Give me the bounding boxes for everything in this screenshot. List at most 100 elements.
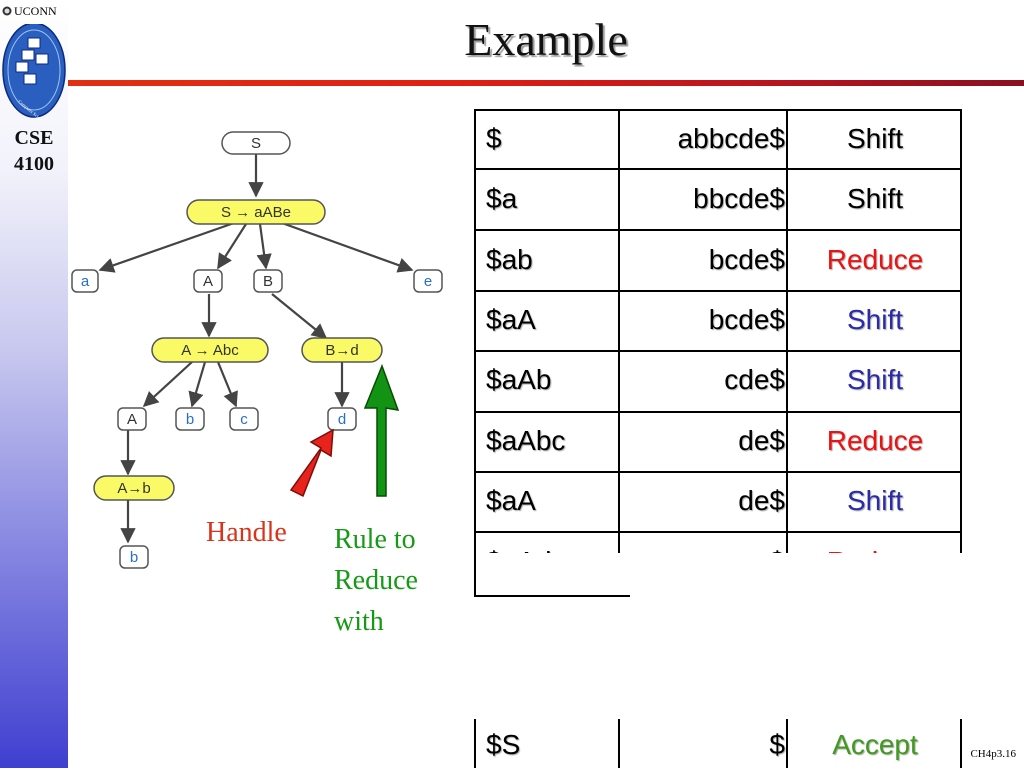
tree-leaf-d xyxy=(327,407,357,431)
handle-arrow-icon xyxy=(289,428,334,498)
action-cell: Reduce xyxy=(826,425,924,456)
input-cell: de$ xyxy=(738,425,785,456)
tree-rule-A-b-label: A→b xyxy=(117,480,150,497)
row-divider xyxy=(474,290,962,292)
stack-cell: $aAb xyxy=(486,364,552,395)
tree-rule-B-d xyxy=(301,337,383,363)
tree-leaf-b xyxy=(175,407,205,431)
tree-node-B-label: B xyxy=(263,273,273,290)
title-underline xyxy=(68,80,1024,86)
rule-to-reduce-note: Rule to Reduce with xyxy=(334,519,418,642)
input-cell: bbcde$ xyxy=(693,183,785,214)
row-divider xyxy=(474,411,962,413)
slide-number: CH4p3.16 xyxy=(970,748,1016,760)
table-left-border xyxy=(474,719,476,768)
table-left-border-lower xyxy=(474,553,476,597)
rule-note-line-2: Reduce xyxy=(334,565,418,596)
tree-leaf-e xyxy=(413,269,443,293)
table-top-border xyxy=(474,109,962,111)
tree-leaf-b2 xyxy=(119,545,149,569)
tree-rule-top-label: S → aABe xyxy=(221,204,291,221)
course-prefix: CSE xyxy=(14,127,54,149)
tree-edges xyxy=(98,154,414,544)
table-right-border xyxy=(960,109,962,597)
table-right-border xyxy=(960,719,962,768)
tree-node-root-label: S xyxy=(251,135,261,152)
action-cell: Shift xyxy=(846,183,904,214)
handle-label: Handle xyxy=(206,517,287,548)
action-cell: Accept xyxy=(832,729,918,760)
table-left-border xyxy=(474,109,476,597)
row-divider xyxy=(474,229,962,231)
table-row: $aAb cde$ Shift xyxy=(474,350,962,410)
action-cell: Reduce xyxy=(826,244,924,275)
column-divider xyxy=(618,719,620,768)
action-cell: Shift xyxy=(846,123,904,154)
tree-node-B xyxy=(253,269,283,293)
input-cell: $ xyxy=(769,729,785,760)
tree-leaf-d-label: d xyxy=(338,411,346,428)
tree-rule-A-Abc xyxy=(151,337,269,363)
reveal-mask xyxy=(476,553,996,719)
stack-cell: $ab xyxy=(486,244,533,275)
uconn-label: UCONN xyxy=(2,4,70,18)
parse-tree: S S → aABe a A B e A → Abc B→d A b c d A… xyxy=(71,131,443,569)
column-divider xyxy=(618,109,620,597)
tree-node-A-label: A xyxy=(203,273,213,290)
table-row: $aA bcde$ Shift xyxy=(474,290,962,350)
tree-rule-A-b xyxy=(93,475,175,501)
stack-cell: $ xyxy=(486,123,502,154)
stack-cell: $S xyxy=(486,729,521,760)
stack-cell: $aA xyxy=(486,485,536,516)
row-divider xyxy=(474,531,962,533)
action-cell: Shift xyxy=(846,364,904,395)
tree-leaf-c-label: c xyxy=(240,411,248,428)
action-cell: Shift xyxy=(846,304,904,335)
course-number: 4100 xyxy=(14,153,54,175)
input-cell: cde$ xyxy=(724,364,785,395)
column-divider xyxy=(786,109,788,597)
tree-rule-top xyxy=(186,199,326,225)
table-row: $ab bcde$ Reduce xyxy=(474,230,962,290)
input-cell: abbcde$ xyxy=(677,123,785,154)
tree-leaf-b-label: b xyxy=(186,411,194,428)
table-row: $a bbcde$ Shift xyxy=(474,169,962,229)
table-row-final: $S $ Accept xyxy=(474,719,962,768)
tree-leaf-a-label: a xyxy=(81,273,90,290)
partial-row-divider xyxy=(474,595,630,597)
column-divider xyxy=(786,719,788,768)
course-code: CSE 4100 xyxy=(0,125,68,177)
tree-leaf-c xyxy=(229,407,259,431)
input-cell: bcde$ xyxy=(708,244,785,275)
tree-node-A2-label: A xyxy=(127,411,137,428)
sidebar xyxy=(0,0,68,768)
row-divider xyxy=(474,350,962,352)
network-icon xyxy=(15,37,49,85)
rule-note-line-1: Rule to xyxy=(334,524,416,555)
table-row: $aA de$ Shift xyxy=(474,471,962,531)
input-cell: bcde$ xyxy=(708,304,785,335)
rule-arrow-icon xyxy=(363,363,400,497)
stack-cell: $aA xyxy=(486,304,536,335)
tree-leaf-b2-label: b xyxy=(130,549,138,566)
table-row: $ abbcde$ Shift xyxy=(474,109,962,169)
stack-cell: $aAbc xyxy=(486,425,566,456)
input-cell: de$ xyxy=(738,485,785,516)
rule-note-line-3: with xyxy=(334,606,384,637)
tree-rule-B-d-label: B→d xyxy=(325,342,358,359)
tree-leaf-e-label: e xyxy=(424,273,432,290)
university-name: UCONN xyxy=(14,4,57,18)
table-row: $aAbc de$ Reduce xyxy=(474,411,962,471)
cse-logo: Computer Science and Engineering xyxy=(2,24,66,120)
tree-rule-A-Abc-label: A → Abc xyxy=(181,342,239,359)
tree-node-A2 xyxy=(117,407,147,431)
uconn-seal-icon xyxy=(2,6,12,16)
tree-node-A xyxy=(193,269,223,293)
page-title: Example xyxy=(464,14,628,65)
tree-node-root xyxy=(221,131,291,155)
row-divider xyxy=(474,168,962,170)
row-divider xyxy=(474,471,962,473)
stack-cell: $a xyxy=(486,183,518,214)
action-cell: Shift xyxy=(846,485,904,516)
tree-leaf-a xyxy=(71,269,99,293)
